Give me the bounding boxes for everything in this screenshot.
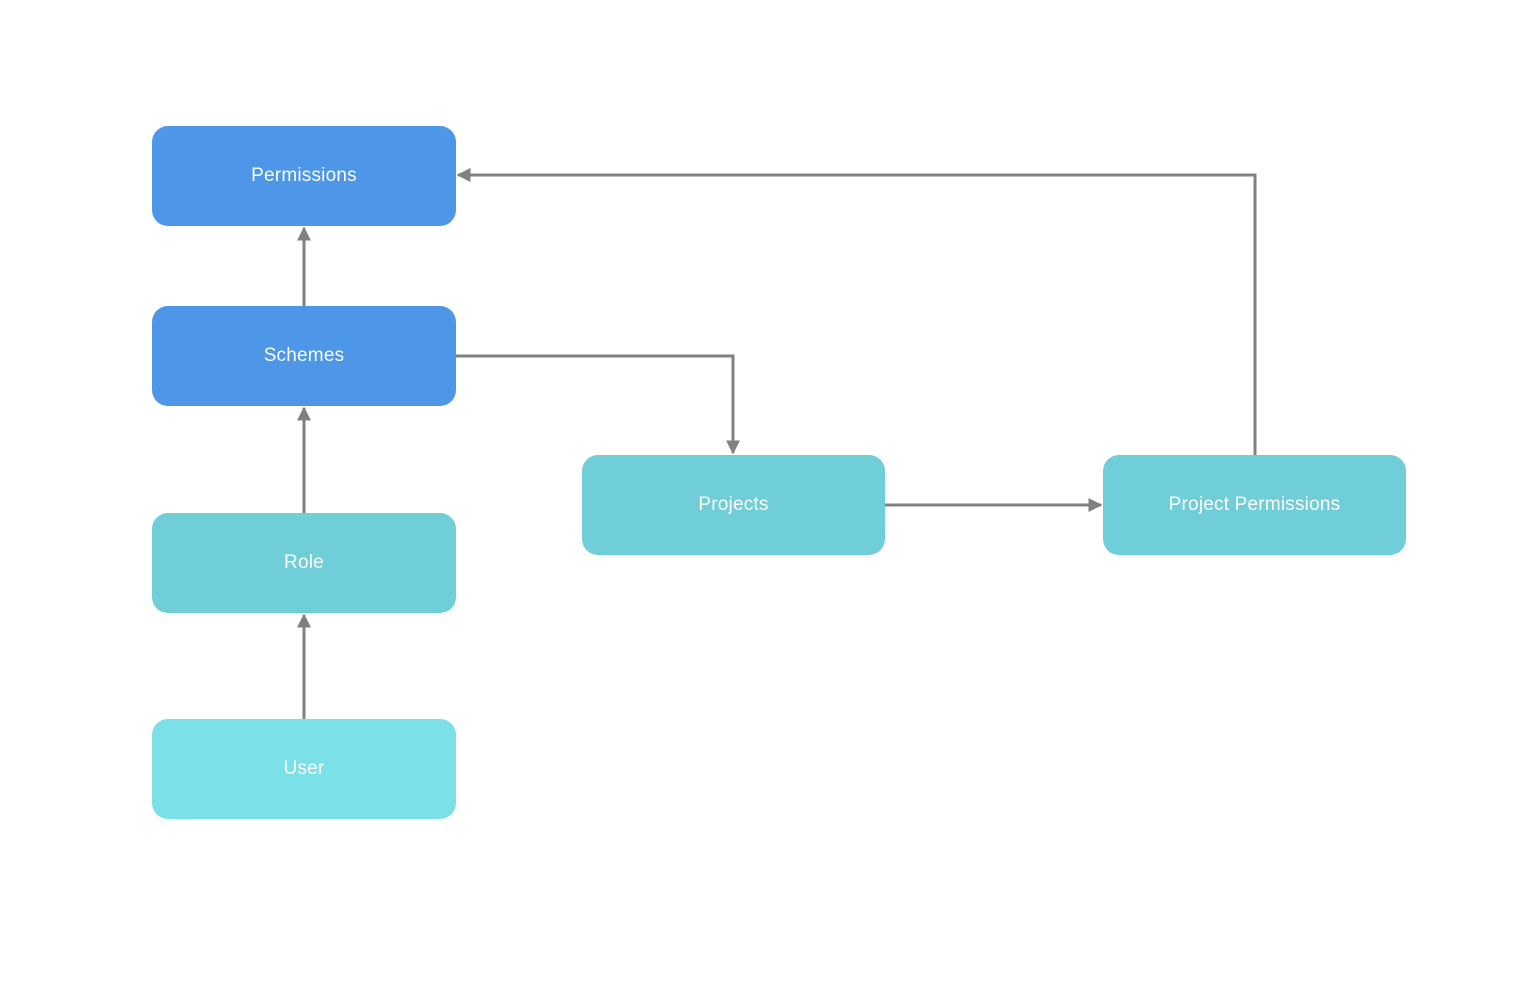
edge-project-permissions-permissions[interactable] xyxy=(456,168,1257,455)
node-permissions[interactable]: Permissions xyxy=(152,126,456,226)
edge-schemes-projects[interactable] xyxy=(456,354,740,455)
node-projects[interactable]: Projects xyxy=(582,455,885,555)
node-role-label: Role xyxy=(284,552,324,573)
node-project-permissions-label: Project Permissions xyxy=(1168,494,1341,515)
node-permissions-label: Permissions xyxy=(251,165,357,186)
node-schemes[interactable]: Schemes xyxy=(152,306,456,406)
node-role[interactable]: Role xyxy=(152,513,456,613)
node-project-permissions[interactable]: Project Permissions xyxy=(1103,455,1406,555)
node-schemes-label: Schemes xyxy=(263,345,345,366)
node-user-label: User xyxy=(283,758,325,779)
node-user[interactable]: User xyxy=(152,719,456,819)
node-projects-label: Projects xyxy=(698,494,769,515)
